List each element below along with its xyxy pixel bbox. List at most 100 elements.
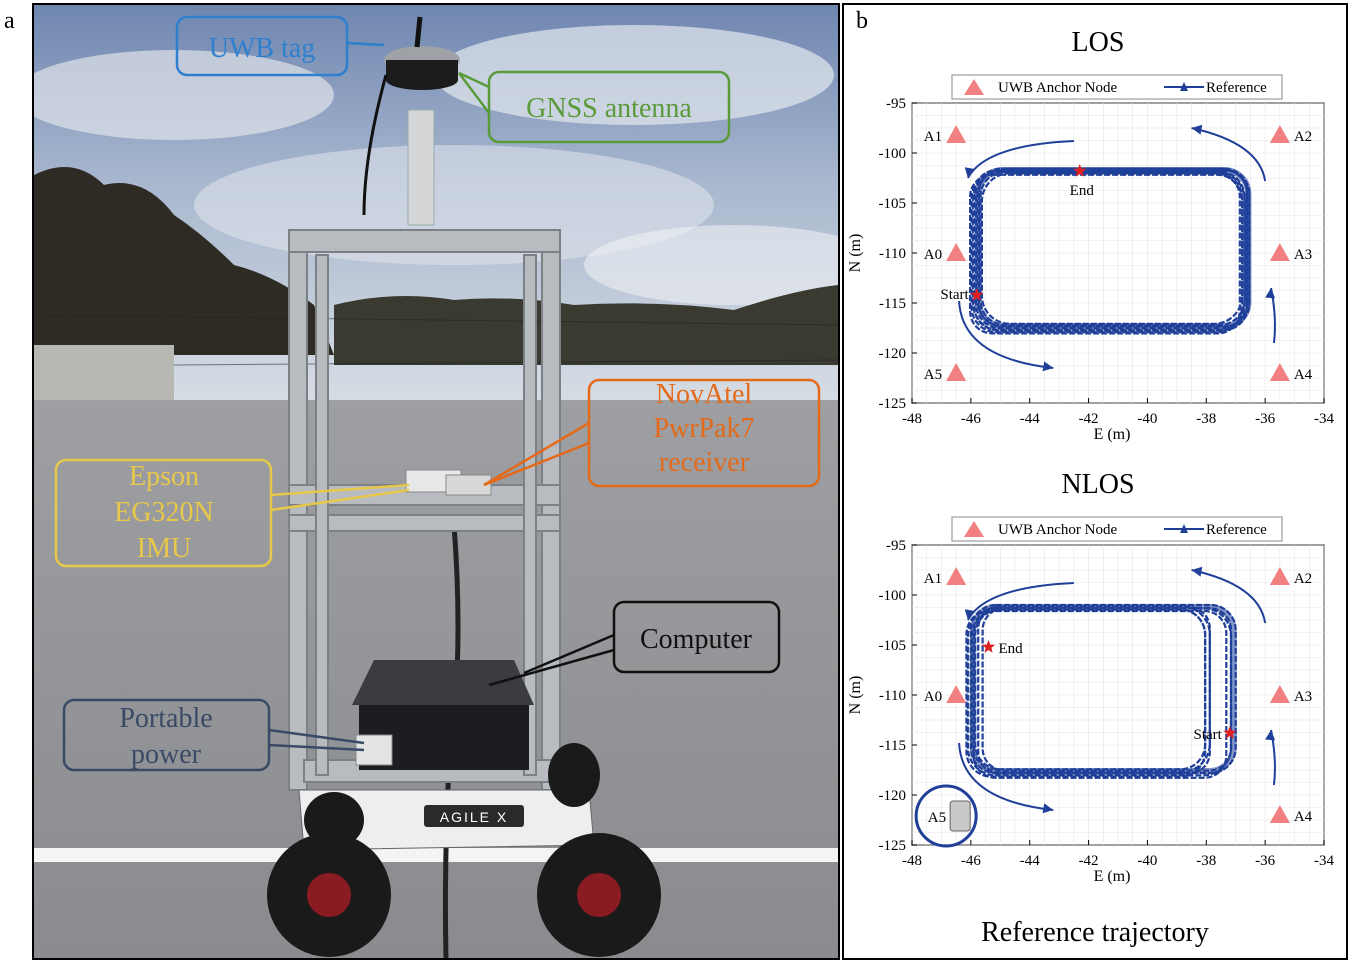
- legend-label-anchor: UWB Anchor Node: [998, 80, 1117, 96]
- callout-novatel: NovAtel PwrPak7 receiver: [483, 378, 821, 488]
- anchor-marker-a3: [1269, 685, 1290, 703]
- reference-trajectory: [969, 167, 1252, 335]
- x-axis-label: E (m): [1094, 868, 1131, 885]
- anchor-label-a1: A1: [924, 129, 942, 145]
- direction-arrow-head: [1265, 288, 1276, 299]
- legend-reference-marker: [1180, 82, 1188, 91]
- trajectory-panel: LOS-48-46-44-42-40-38-36-34-95-100-105-1…: [842, 3, 1348, 960]
- y-tick-label: -105: [879, 638, 907, 654]
- direction-arrow: [958, 742, 1054, 811]
- start-marker: [970, 288, 984, 301]
- anchor-label-a3: A3: [1294, 247, 1312, 263]
- anchor-marker-a2: [1269, 125, 1290, 143]
- anchor-label-a5: A5: [924, 367, 942, 383]
- novatel-label-line1: NovAtel: [656, 379, 753, 410]
- direction-arrows: [958, 566, 1276, 814]
- anchor-marker-a2: [1269, 567, 1290, 585]
- anchor-marker-a1: [946, 125, 967, 143]
- uwb-tag-label: UWB tag: [209, 33, 316, 64]
- x-tick-label: -48: [902, 411, 922, 427]
- uwb-tag-antenna: [414, 16, 423, 48]
- legend-label-reference: Reference: [1206, 80, 1267, 96]
- epson-label-line2: EG320N: [114, 497, 214, 528]
- occlusion-circle: [914, 784, 978, 848]
- x-tick-label: -42: [1079, 411, 1099, 427]
- end-label: End: [1070, 183, 1095, 199]
- y-tick-label: -95: [886, 538, 906, 554]
- anchor-label-a0: A0: [924, 689, 942, 705]
- legend-reference-marker: [1180, 524, 1188, 533]
- anchor-marker-a0: [946, 243, 967, 261]
- robot-photo: AGILE X UWB tag GNSS antenna: [32, 3, 840, 960]
- y-tick-label: -95: [886, 96, 906, 112]
- mast: [407, 109, 435, 226]
- figure-caption: Reference trajectory: [981, 917, 1209, 948]
- anchor-marker-a1: [946, 567, 967, 585]
- chart-los: LOS-48-46-44-42-40-38-36-34-95-100-105-1…: [847, 27, 1334, 443]
- direction-arrow: [1191, 127, 1267, 182]
- power-label-line1: Portable: [119, 703, 212, 734]
- direction-arrows: [958, 124, 1276, 372]
- trajectory-lap: [969, 173, 1241, 335]
- callout-uwb-tag: UWB tag: [175, 15, 385, 77]
- y-tick-label: -120: [879, 346, 907, 362]
- legend-label-anchor: UWB Anchor Node: [998, 522, 1117, 538]
- anchor-label-a2: A2: [1294, 571, 1312, 587]
- novatel-label-line2: PwrPak7: [653, 413, 754, 444]
- trees-left: [34, 167, 334, 355]
- anchor-label-a4: A4: [1294, 367, 1313, 383]
- legend-label-reference: Reference: [1206, 522, 1267, 538]
- direction-arrow: [1191, 569, 1267, 624]
- y-tick-label: -120: [879, 788, 907, 804]
- legend: UWB Anchor Node Reference: [951, 516, 1283, 542]
- y-tick-label: -110: [879, 246, 906, 262]
- y-tick-label: -115: [879, 296, 906, 312]
- anchor-marker-a5: [946, 363, 967, 381]
- x-tick-label: -40: [1137, 411, 1157, 427]
- y-tick-label: -105: [879, 196, 907, 212]
- anchor-marker-a3: [1269, 243, 1290, 261]
- x-tick-label: -42: [1079, 853, 1099, 869]
- callout-computer: Computer: [488, 600, 781, 687]
- retaining-wall: [34, 345, 174, 410]
- legend-box: [951, 516, 1283, 542]
- grid: [911, 544, 1325, 846]
- x-tick-label: -46: [961, 853, 981, 869]
- x-tick-label: -44: [1020, 411, 1040, 427]
- gnss-antenna-label: GNSS antenna: [526, 93, 692, 124]
- callout-portable-power: Portable power: [62, 698, 365, 772]
- legend: UWB Anchor Node Reference: [951, 74, 1283, 100]
- callout-epson: Epson EG320N IMU: [54, 458, 410, 568]
- robot-brand-label: AGILE X: [440, 809, 508, 825]
- x-tick-label: -46: [961, 411, 981, 427]
- anchor-label-a5: A5: [928, 810, 946, 826]
- chart-title: NLOS: [1061, 469, 1134, 500]
- direction-arrow: [958, 300, 1054, 369]
- anchor-marker-a4: [1269, 805, 1290, 823]
- epson-label-line1: Epson: [129, 461, 199, 492]
- end-marker: [1073, 164, 1087, 177]
- anchor-marker-a4: [1269, 363, 1290, 381]
- anchor-label-a1: A1: [924, 571, 942, 587]
- x-tick-label: -36: [1255, 411, 1275, 427]
- robot-photo-illustration: AGILE X UWB tag GNSS antenna: [34, 5, 838, 958]
- x-tick-label: -36: [1255, 853, 1275, 869]
- x-tick-label: -48: [902, 853, 922, 869]
- start-marker: [1223, 726, 1237, 739]
- novatel-label-line3: receiver: [659, 447, 750, 478]
- computer-device: [352, 660, 534, 705]
- y-tick-label: -100: [879, 588, 907, 604]
- x-tick-label: -34: [1314, 411, 1334, 427]
- x-tick-label: -44: [1020, 853, 1040, 869]
- x-tick-label: -38: [1196, 411, 1216, 427]
- x-tick-label: -34: [1314, 853, 1334, 869]
- anchor-label-a2: A2: [1294, 129, 1312, 145]
- anchor-label-a3: A3: [1294, 689, 1312, 705]
- x-axis-label: E (m): [1094, 426, 1131, 443]
- anchor-label-a0: A0: [924, 247, 942, 263]
- anchor-label-a4: A4: [1294, 809, 1313, 825]
- legend-box: [951, 74, 1283, 100]
- direction-arrow-head: [964, 167, 975, 178]
